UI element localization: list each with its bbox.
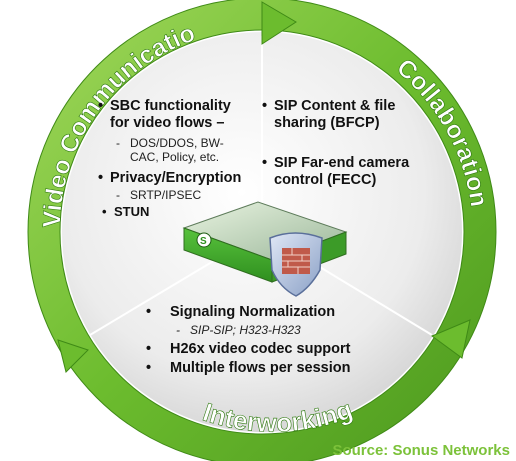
firewall-shield-icon (269, 232, 323, 297)
video-sub-dos: -DOS/DDOS, BW- CAC, Policy, etc. (116, 136, 224, 164)
svg-text:S: S (200, 236, 207, 247)
collab-item-fecc: •SIP Far-end camera control (FECC) (262, 155, 410, 188)
ring-outer-edge (27, 0, 497, 461)
video-item-privacy: •Privacy/Encryption (98, 170, 242, 186)
interwork-item-codec: •H26x video codec support (146, 341, 351, 357)
source-caption: Source: Sonus Networks (332, 442, 510, 459)
circular-arrow-icon (57, 1, 471, 373)
interwork-sub-sip: -SIP-SIP; H323-H323 (176, 323, 301, 337)
video-sub-srtp: -SRTP/IPSEC (116, 188, 202, 202)
video-item-sbc: •SBC functionality for video flows – (98, 98, 231, 131)
collab-item-bfcp: •SIP Content & file sharing (BFCP) (262, 98, 396, 131)
interwork-item-signaling: •Signaling Normalization (146, 304, 336, 320)
video-item-stun: •STUN (102, 204, 150, 219)
interwork-item-flows: •Multiple flows per session (146, 360, 351, 376)
